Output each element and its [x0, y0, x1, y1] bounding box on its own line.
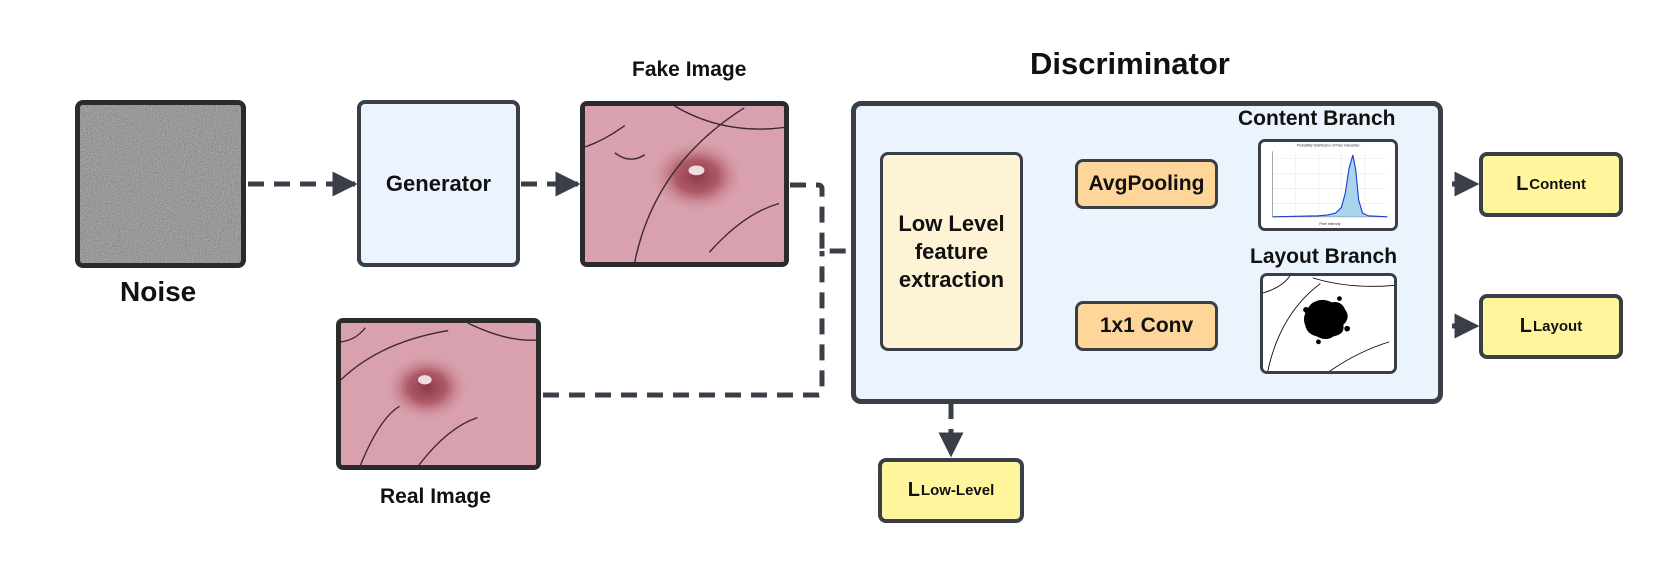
fake-image-label: Fake Image [632, 58, 747, 81]
noise-image [75, 100, 246, 268]
histogram-thumbnail: Probability Distribution of Pixel Intens… [1258, 139, 1398, 231]
noise-label: Noise [120, 276, 197, 307]
generator-label: Generator [385, 170, 492, 196]
conv-1x1-box: 1x1 Conv [1075, 301, 1218, 351]
connector-real-to-merge [543, 251, 825, 398]
low-level-feature-box: Low Level feature extraction [880, 152, 1023, 351]
layout-branch-label: Layout Branch [1250, 245, 1398, 268]
layout-loss-symbol: L [1519, 315, 1533, 337]
real-image [336, 318, 541, 470]
real-image-label: Real Image [380, 485, 491, 508]
fake-image [580, 101, 789, 267]
avgpooling-label: AvgPooling [1088, 172, 1205, 195]
content-loss-subscript: Content [1529, 176, 1586, 193]
discriminator-title: Discriminator [1030, 46, 1230, 81]
low-level-loss-symbol: L [907, 479, 920, 501]
conv-1x1-label: 1x1 Conv [1099, 314, 1194, 337]
connector-fake-to-merge [790, 182, 878, 264]
layout-loss-subscript: Layout [1533, 318, 1583, 335]
content-branch-label: Content Branch [1238, 107, 1396, 130]
generator-box: Generator [357, 100, 520, 267]
layout-mask-thumbnail [1260, 273, 1397, 374]
histogram-title: Probability Distribution of Pixel Intens… [1297, 144, 1360, 148]
avgpooling-box: AvgPooling [1075, 159, 1218, 209]
histogram-xlabel: Pixel Intensity [1319, 222, 1340, 226]
low-level-feature-label: Low Level feature extraction [898, 210, 1005, 292]
content-loss-symbol: L [1516, 173, 1529, 195]
low-level-loss-subscript: Low-Level [920, 482, 995, 499]
